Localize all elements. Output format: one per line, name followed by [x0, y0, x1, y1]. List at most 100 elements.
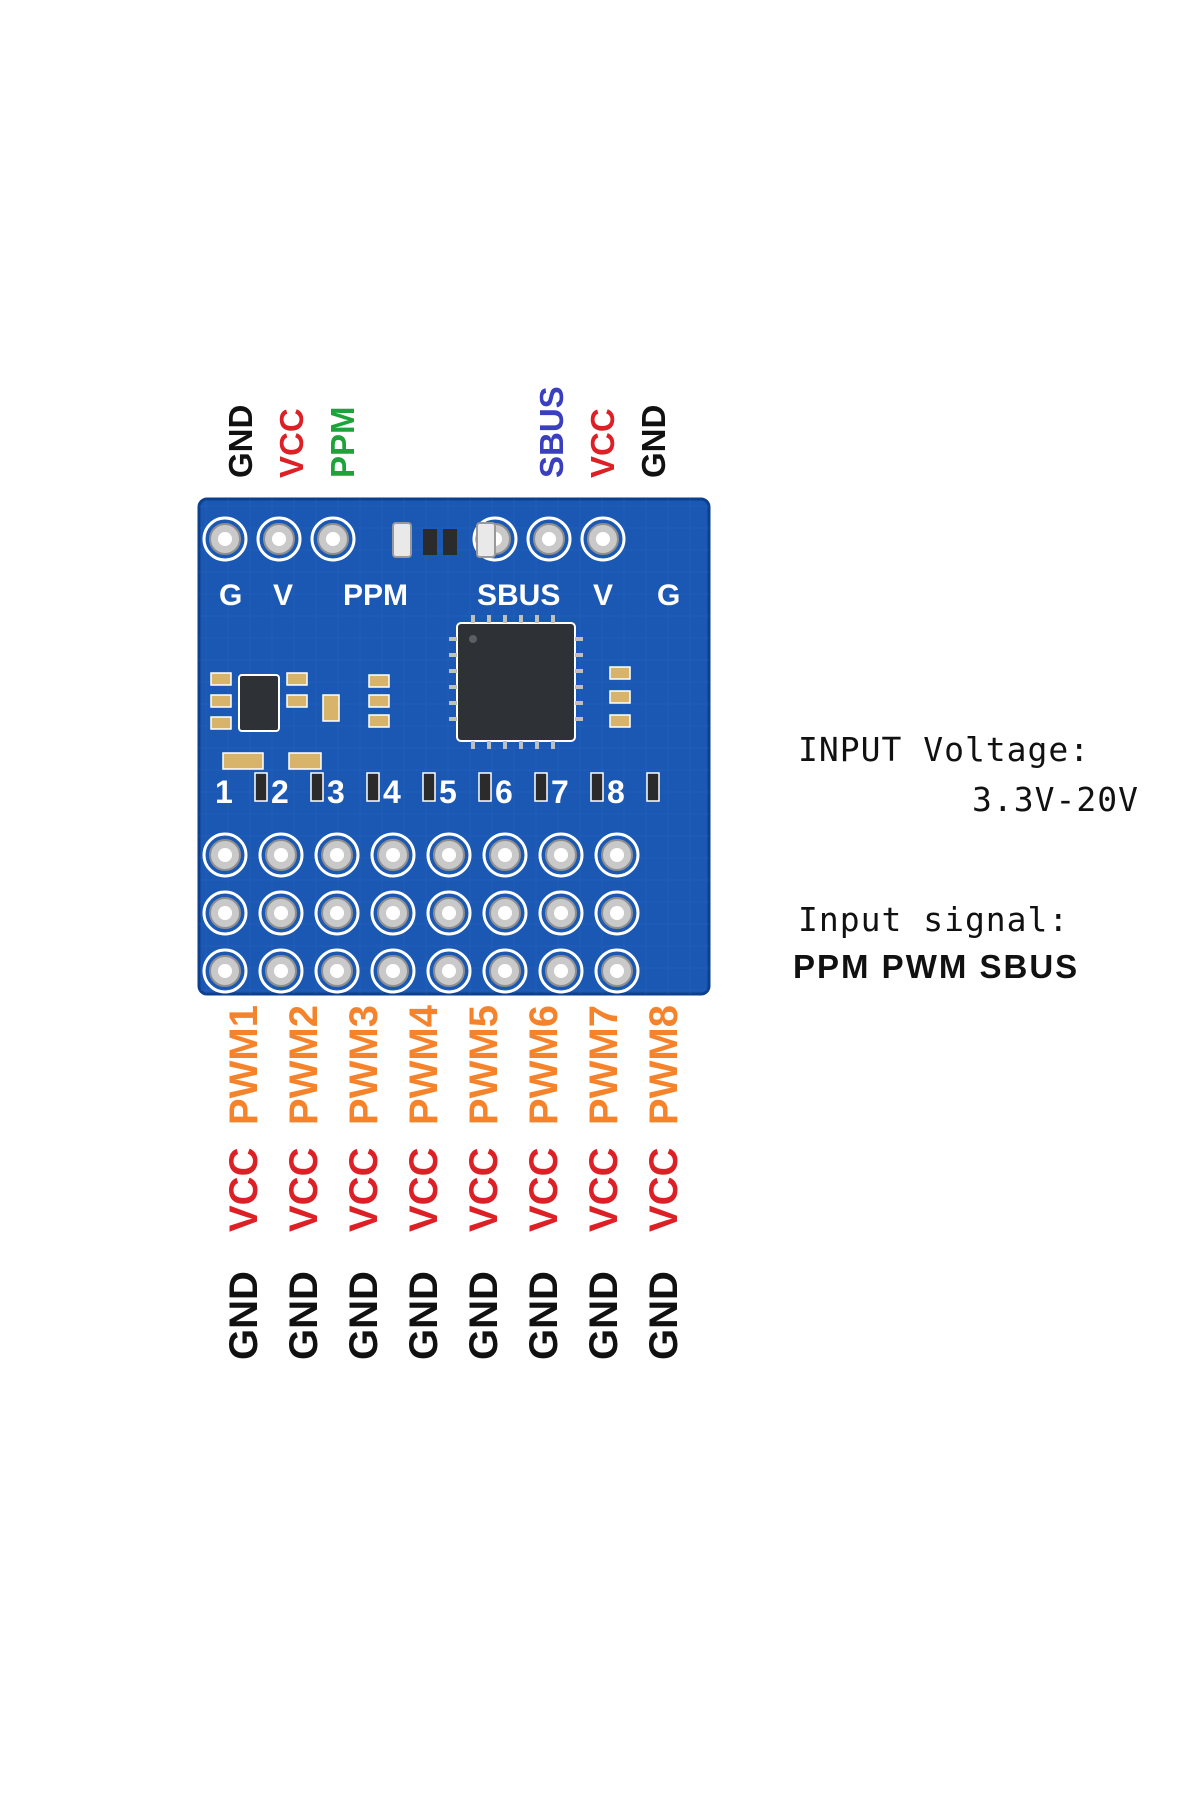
silk-v-left: V — [273, 579, 293, 612]
grid-pad-r2-c3-hole — [330, 906, 344, 920]
grid-pad-r1-c2-ring — [258, 832, 304, 878]
grid-pad-r1-c5-ring — [426, 832, 472, 878]
top-pad-1-ring — [202, 516, 248, 562]
channel-number-8: 8 — [607, 774, 625, 810]
pcb-board-icon: G V PPM SBUS V G 1 2 3 4 — [197, 497, 711, 996]
top-pad-3-hole — [326, 532, 340, 546]
pin-label-vcc-8: VCC — [642, 1147, 686, 1232]
top-label-ppm: PPM — [324, 406, 361, 478]
grid-pad-r1-c7-hole — [554, 848, 568, 862]
grid-pad-r3-c7-ring — [538, 948, 584, 994]
grid-pad-r2-c3-ring — [314, 890, 360, 936]
silk-v-right: V — [593, 579, 613, 612]
pin-label-pwm-7: PWM7 — [582, 1005, 626, 1125]
pwm-pad-grid — [202, 832, 640, 994]
signal-types: PPM PWM SBUS — [793, 948, 1080, 985]
pin-label-vcc-2: VCC — [282, 1147, 326, 1232]
grid-pad-r2-c5-ring — [426, 890, 472, 936]
channel-number-3: 3 — [327, 774, 345, 810]
grid-pad-r2-c6-ring — [482, 890, 528, 936]
pin-label-pwm-1: PWM1 — [222, 1005, 266, 1125]
pin-label-pwm-6: PWM6 — [522, 1005, 566, 1125]
pin-label-vcc-4: VCC — [402, 1147, 446, 1232]
grid-pad-r1-c7-ring — [538, 832, 584, 878]
channel-number-4: 4 — [383, 774, 401, 810]
channel-number-7: 7 — [551, 774, 569, 810]
grid-pad-r1-c6-ring — [482, 832, 528, 878]
grid-pad-r3-c5-ring — [426, 948, 472, 994]
channel-number-5: 5 — [439, 774, 457, 810]
grid-pad-r2-c2-ring — [258, 890, 304, 936]
top-pad-4-ring — [472, 516, 518, 562]
grid-pad-r3-c3-hole — [330, 964, 344, 978]
grid-pad-r3-c6-ring — [482, 948, 528, 994]
led-icon — [392, 522, 412, 558]
channel-number-1: 1 — [215, 774, 233, 810]
top-pad-5-ring — [526, 516, 572, 562]
pin-label-pwm-2: PWM2 — [282, 1005, 326, 1125]
top-label-vcc-right: VCC — [584, 408, 621, 478]
grid-pad-r1-c8-ring — [594, 832, 640, 878]
grid-pad-r3-c4-ring — [370, 948, 416, 994]
pin-label-gnd-7: GND — [582, 1271, 626, 1360]
pin-label-vcc-7: VCC — [582, 1147, 626, 1232]
top-pad-2-hole — [272, 532, 286, 546]
channel-number-2: 2 — [271, 774, 289, 810]
top-label-gnd-right: GND — [635, 404, 672, 478]
grid-pad-r3-c8-hole — [610, 964, 624, 978]
top-pad-3-ring — [310, 516, 356, 562]
grid-pad-r3-c2-hole — [274, 964, 288, 978]
pin-label-gnd-3: GND — [342, 1271, 386, 1360]
pin-label-vcc-5: VCC — [462, 1147, 506, 1232]
pin-label-gnd-4: GND — [402, 1271, 446, 1360]
top-pad-1-hole — [218, 532, 232, 546]
grid-pad-r1-c3-hole — [330, 848, 344, 862]
pin-label-gnd-8: GND — [642, 1271, 686, 1360]
grid-pad-r3-c5-hole — [442, 964, 456, 978]
grid-pad-r1-c5-hole — [442, 848, 456, 862]
grid-pad-r1-c2-hole — [274, 848, 288, 862]
silk-g-left: G — [219, 579, 242, 612]
grid-pad-r2-c5-hole — [442, 906, 456, 920]
pin-label-gnd-6: GND — [522, 1271, 566, 1360]
top-pad-6-ring — [580, 516, 626, 562]
silk-ppm: PPM — [343, 579, 408, 612]
pin-label-pwm-8: PWM8 — [642, 1005, 686, 1125]
top-label-vcc-left: VCC — [273, 408, 310, 478]
top-label-sbus: SBUS — [533, 386, 570, 478]
grid-pad-r3-c8-ring — [594, 948, 640, 994]
grid-pad-r1-c4-ring — [370, 832, 416, 878]
voltage-regulator-chip-icon — [238, 674, 280, 732]
top-pad-2-ring — [256, 516, 302, 562]
grid-pad-r3-c4-hole — [386, 964, 400, 978]
channel-number-6: 6 — [495, 774, 513, 810]
grid-pad-r3-c1-hole — [218, 964, 232, 978]
grid-pad-r2-c2-hole — [274, 906, 288, 920]
grid-pad-r2-c8-hole — [610, 906, 624, 920]
grid-pad-r1-c1-ring — [202, 832, 248, 878]
grid-pad-r3-c7-hole — [554, 964, 568, 978]
grid-pad-r1-c4-hole — [386, 848, 400, 862]
pin-label-vcc-1: VCC — [222, 1147, 266, 1232]
grid-pad-r2-c7-hole — [554, 906, 568, 920]
grid-pad-r2-c8-ring — [594, 890, 640, 936]
grid-pad-r1-c3-ring — [314, 832, 360, 878]
grid-pad-r2-c1-hole — [218, 906, 232, 920]
top-pad-5-hole — [542, 532, 556, 546]
silk-sbus: SBUS — [477, 579, 560, 612]
led-icon — [476, 522, 496, 558]
pin-label-vcc-6: VCC — [522, 1147, 566, 1232]
grid-pad-r2-c6-hole — [498, 906, 512, 920]
voltage-label: INPUT Voltage: — [798, 730, 1091, 769]
grid-pad-r2-c4-hole — [386, 906, 400, 920]
grid-pad-r1-c1-hole — [218, 848, 232, 862]
top-pad-6-hole — [596, 532, 610, 546]
grid-pad-r1-c8-hole — [610, 848, 624, 862]
microcontroller-chip-icon — [456, 622, 576, 742]
pin-label-gnd-1: GND — [222, 1271, 266, 1360]
silk-g-right: G — [657, 579, 680, 612]
pin-label-pwm-3: PWM3 — [342, 1005, 386, 1125]
grid-pad-r3-c1-ring — [202, 948, 248, 994]
grid-pad-r1-c6-hole — [498, 848, 512, 862]
grid-pad-r3-c3-ring — [314, 948, 360, 994]
